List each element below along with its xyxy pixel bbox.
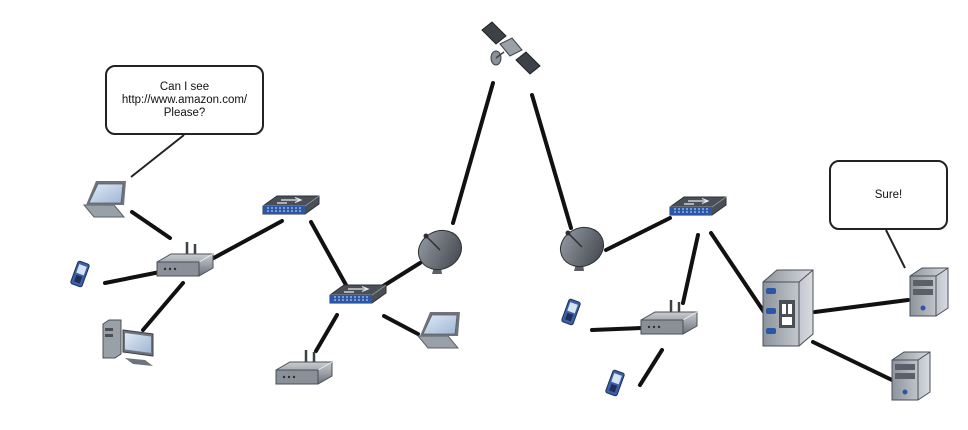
datacenter-server-icon	[762, 269, 814, 347]
link-datacenter-server-top	[813, 298, 910, 314]
response-text: Sure!	[874, 188, 903, 201]
link-datacenter-server-bottom	[811, 340, 894, 382]
wireless-router-icon	[639, 298, 699, 336]
laptop-icon	[83, 180, 127, 218]
laptop-icon	[417, 311, 461, 349]
request-line-2: http://www.amazon.com/	[121, 93, 248, 106]
server-tower-icon	[891, 351, 931, 401]
request-speech-bubble: Can I see http://www.amazon.com/ Please?	[105, 65, 264, 135]
link-router-switch	[208, 219, 284, 262]
desktop-computer-icon	[102, 319, 154, 366]
satellite-dish-icon	[411, 222, 469, 278]
mobile-phone-icon	[604, 369, 626, 397]
wireless-router-icon	[274, 348, 334, 386]
link-desktop-router	[141, 281, 185, 332]
link-phone-router-right-2	[638, 348, 664, 387]
mobile-phone-icon	[560, 298, 582, 326]
link-switch-laptop	[382, 314, 420, 336]
bubble-right-pointer	[885, 229, 906, 269]
link-switch-dish	[378, 261, 422, 290]
link-switch-router-right	[681, 233, 700, 305]
bubble-left-pointer	[130, 134, 185, 178]
link-satellite-dish	[530, 93, 573, 230]
network-switch-icon	[262, 195, 320, 215]
network-switch-icon	[329, 284, 387, 304]
link-dish-switch	[604, 216, 672, 252]
request-line-3: Please?	[163, 106, 206, 119]
satellite-dish-icon	[553, 219, 611, 275]
link-dish-satellite	[451, 81, 495, 225]
link-phone-router-right	[590, 326, 643, 332]
response-speech-bubble: Sure!	[829, 160, 948, 230]
satellite-icon	[481, 21, 541, 75]
server-tower-icon	[909, 267, 949, 317]
wireless-router-icon	[155, 240, 215, 278]
mobile-phone-icon	[69, 260, 91, 288]
link-switch-server	[709, 231, 768, 317]
link-phone-router	[103, 270, 162, 285]
link-switch-router	[314, 313, 339, 353]
link-switch-switch	[309, 220, 348, 287]
network-links	[103, 81, 910, 387]
network-switch-icon	[669, 196, 727, 216]
request-line-1: Can I see	[159, 80, 210, 93]
link-laptop-router	[130, 210, 172, 240]
